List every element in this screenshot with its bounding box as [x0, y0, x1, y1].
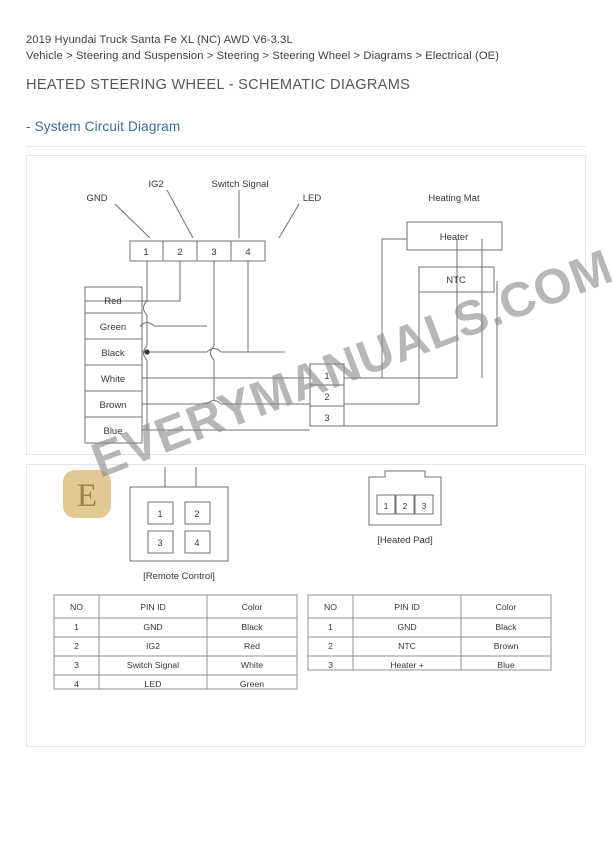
table-cell: 2: [74, 641, 79, 651]
heated-pad-pin-1: [376, 494, 396, 515]
table-cell: Red: [244, 641, 260, 651]
remote-pin-3: [147, 530, 174, 554]
table-cell: GND: [143, 622, 162, 632]
table-cell: Heater +: [390, 660, 424, 670]
ntc-box: [418, 266, 495, 293]
table-cell: Black: [495, 622, 517, 632]
leader-ig2: [166, 189, 194, 239]
heated-pad-body: [368, 487, 442, 526]
wirebox-label: Red: [104, 296, 121, 307]
wire-hop-pin1-b: [143, 345, 148, 361]
pin-label: 3: [157, 538, 162, 548]
table-cell: 1: [74, 622, 79, 632]
pin-label: 3: [324, 413, 329, 423]
pin-label: 3: [422, 501, 427, 511]
remote-pin-4: [184, 530, 211, 554]
leader-led: [278, 203, 300, 239]
connector-top-dividers: [162, 241, 232, 262]
junction-dot: [144, 349, 150, 355]
table-header: NO: [324, 602, 337, 612]
circuit-schematic: GND IG2 Switch Signal LED 1 2 3 4 Red Gr…: [84, 179, 503, 444]
remote-control-caption: [Remote Control]: [143, 571, 215, 582]
pin-label: 3: [211, 247, 216, 258]
wirebox-label: Green: [100, 322, 126, 333]
hop-brown: [206, 400, 222, 405]
heading-divider: [26, 146, 586, 148]
label-switch-signal: Switch Signal: [211, 179, 268, 190]
heated-pad-pin-3: [414, 494, 434, 515]
label-ig2: IG2: [148, 179, 163, 190]
table-cell: 3: [74, 660, 79, 670]
pin-label: 4: [194, 538, 199, 548]
table-cell: Green: [240, 679, 264, 689]
hop-green: [139, 322, 155, 327]
table-cell: GND: [397, 622, 416, 632]
connector-tables-panel: 1 2 3 4 [Remote Control] 1 2 3 [Heated P…: [26, 464, 586, 748]
wirebox-label: Black: [101, 348, 124, 359]
table-header: PIN ID: [394, 602, 420, 612]
pin-label: 2: [324, 392, 329, 402]
table-header: Color: [242, 602, 263, 612]
label-gnd: GND: [86, 193, 107, 204]
circuit-diagram-panel: GND IG2 Switch Signal LED 1 2 3 4 Red Gr…: [26, 155, 586, 456]
pin-label: 2: [194, 509, 199, 519]
heater-label: Heater: [440, 232, 469, 243]
table-cell: Brown: [494, 641, 519, 651]
remote-connector-housing: [129, 486, 229, 562]
rail-heater-left: [344, 239, 458, 379]
wire-pin2: [85, 261, 181, 302]
ntc-label: NTC: [446, 275, 466, 286]
heated-pad-notch: [368, 470, 442, 488]
label-led: LED: [303, 193, 322, 204]
wire-hop-pin1: [143, 300, 148, 316]
pin-label: 2: [403, 501, 408, 511]
table-cell: 2: [328, 641, 333, 651]
connector-mid-body: [309, 363, 345, 427]
table-cell: IG2: [146, 641, 160, 651]
vehicle-title: 2019 Hyundai Truck Santa Fe XL (NC) AWD …: [26, 34, 293, 46]
remote-pin-1: [147, 501, 174, 525]
wire-hop-pin3: [210, 345, 215, 361]
wirebox-label: White: [101, 374, 125, 385]
wirebox-label: Blue: [103, 426, 122, 437]
breadcrumb: Vehicle > Steering and Suspension > Stee…: [26, 50, 500, 63]
heated-pad-pin-2: [395, 494, 415, 515]
pin-label: 4: [245, 247, 250, 258]
table-cell: 4: [74, 679, 79, 689]
leader-gnd: [114, 203, 151, 239]
table-cell: Blue: [497, 660, 515, 670]
pin-label: 2: [177, 247, 182, 258]
heated-pad-caption: [Heated Pad]: [377, 535, 432, 546]
connector-mid-dividers: [310, 384, 344, 407]
remote-control-table: [53, 594, 298, 690]
pin-label: 1: [157, 509, 162, 519]
remote-pin-2: [184, 501, 211, 525]
connector-and-tables: 1 2 3 4 [Remote Control] 1 2 3 [Heated P…: [53, 467, 552, 690]
table-cell: White: [241, 660, 263, 670]
pin-label: 1: [143, 247, 148, 258]
table-cell: Black: [241, 622, 263, 632]
table-cell: NTC: [398, 641, 416, 651]
pin-label: 1: [384, 501, 389, 511]
heating-mat-title: Heating Mat: [428, 193, 480, 204]
pin-label: 1: [324, 371, 329, 381]
wire-pin4: [247, 261, 285, 353]
heater-box: [406, 221, 503, 251]
table-header: NO: [70, 602, 83, 612]
rail-heater-return: [344, 238, 407, 379]
table-header: PIN ID: [140, 602, 166, 612]
table-cell: LED: [145, 679, 162, 689]
rail-ntc-left: [344, 281, 420, 405]
remote-connector-stub: [164, 467, 197, 488]
table-header: Color: [496, 602, 517, 612]
wirebox-label: Brown: [100, 400, 127, 411]
hop-black: [206, 348, 222, 353]
heated-pad-table: [307, 594, 552, 671]
page-title: HEATED STEERING WHEEL - SCHEMATIC DIAGRA…: [26, 77, 411, 94]
table-cell: 1: [328, 622, 333, 632]
section-heading[interactable]: - System Circuit Diagram: [26, 119, 181, 135]
table-cell: 3: [328, 660, 333, 670]
table-cell: Switch Signal: [127, 660, 179, 670]
